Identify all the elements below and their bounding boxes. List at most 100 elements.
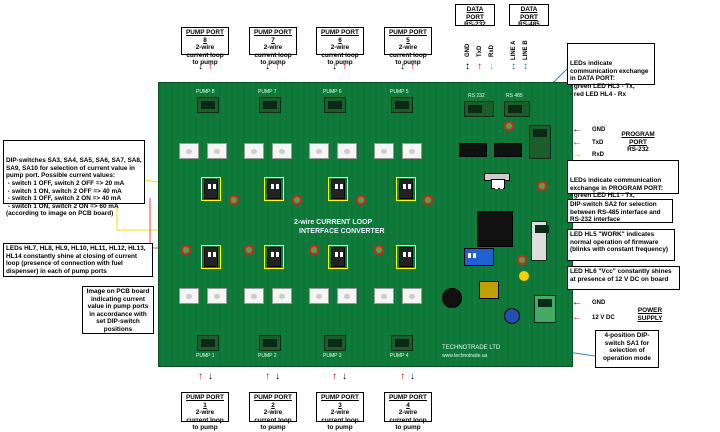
highlight	[396, 177, 416, 201]
optocoupler	[207, 288, 227, 304]
pump-3-connector	[324, 335, 346, 351]
arrow-prog-txd: ←	[572, 137, 582, 148]
pump-6-connector	[324, 97, 346, 113]
regulator	[479, 281, 499, 299]
pcb-url: www.technotrade.ua	[442, 353, 488, 359]
silk-pump-6: PUMP 6	[323, 89, 342, 95]
leds-data-callout: LEDs indicate communication exchange in …	[567, 43, 655, 98]
pump-port-title: PUMP PORT 8	[186, 29, 224, 44]
led-hl	[181, 245, 191, 255]
pcb-title-line2: INTERFACE CONVERTER	[299, 228, 385, 235]
rs485-data-connector	[504, 101, 530, 117]
optocoupler	[402, 288, 422, 304]
data-port-rs232-box: DATA PORT RS-232	[455, 4, 495, 29]
silk-pump-2: PUMP 2	[258, 353, 277, 359]
silk-pump-5: PUMP 5	[390, 89, 409, 95]
dip-switch-sa3	[204, 247, 218, 267]
pump-4-connector	[391, 335, 413, 351]
pump-port-title: PUMP PORT 5	[389, 29, 427, 44]
pump-5-connector	[391, 97, 413, 113]
optocoupler	[309, 143, 329, 159]
dip-switch-sa2	[491, 179, 505, 189]
data-port-desc: RS-232	[464, 21, 486, 29]
arrow-up-red: ↑	[342, 61, 347, 72]
led-hl	[356, 195, 366, 205]
silk-pump-1: PUMP 1	[196, 353, 215, 359]
highlight	[328, 177, 348, 201]
led-hl	[309, 245, 319, 255]
image-pcb-text: Image on PCB board indicating current va…	[86, 288, 150, 333]
pump-port-title: PUMP PORT 7	[254, 29, 292, 44]
led-hl6-callout: LED HL6 "Vcc" constantly shines at prese…	[567, 266, 680, 290]
arrow-up-red: ↑	[400, 371, 405, 382]
power-gnd-label: GND	[592, 300, 606, 306]
dip-sa2-text: DIP-switch SA2 for selection between RS-…	[570, 201, 661, 224]
led-hl3	[504, 121, 514, 131]
pump-port-7-box: PUMP PORT 7 2-wire current loop to pump	[249, 27, 297, 66]
microcontroller	[477, 211, 513, 247]
pump-port-desc: 2-wire current loop to pump	[186, 409, 224, 432]
pump-port-title: PUMP PORT 3	[321, 394, 359, 409]
optocoupler	[272, 288, 292, 304]
pump-port-4-box: PUMP PORT 4 2-wire current loop to pump	[384, 392, 432, 431]
dip-switch-sa8	[331, 179, 345, 199]
pin-txd-label: TxD	[477, 45, 483, 57]
silk-rs485: RS 485	[506, 93, 523, 99]
pump-port-desc: 2-wire current loop to pump	[254, 409, 292, 432]
led-hl6-text: LED HL6 "Vcc" constantly shines at prese…	[570, 268, 672, 283]
dip-switch-sa7	[399, 179, 413, 199]
arrow-up-red: ↑	[332, 371, 337, 382]
rs-chip	[459, 143, 487, 157]
arrow-prog-rxd: →	[572, 149, 582, 160]
highlight	[264, 177, 284, 201]
pcb-title-line1: 2-wire CURRENT LOOP	[294, 219, 373, 226]
highlight	[328, 245, 348, 269]
arrow-up-red: ↑	[275, 61, 280, 72]
optocoupler	[374, 288, 394, 304]
highlight	[396, 245, 416, 269]
rs232-data-connector	[464, 101, 494, 117]
arrow-up-red: ↑	[198, 371, 203, 382]
arrow-down-black: ↓	[400, 61, 405, 72]
led-hl	[292, 195, 302, 205]
pump-port-title: PUMP PORT 2	[254, 394, 292, 409]
pcb-board: PUMP 8 PUMP 7 PUMP 6 PUMP 5 2-wire CURRE…	[158, 82, 573, 367]
arrow-up-red: ↑	[265, 371, 270, 382]
pump-port-8-box: PUMP PORT 8 2-wire current loop to pump	[181, 27, 229, 66]
dip-switches-callout: DIP-switches SA3, SA4, SA5, SA6, SA7, SA…	[3, 140, 145, 217]
dip-sa2-callout: DIP-switch SA2 for selection between RS-…	[567, 199, 673, 223]
pump-8-connector	[197, 97, 219, 113]
highlight	[201, 177, 221, 201]
prog-txd-label: TxD	[592, 140, 604, 146]
dip-switch-sa10	[204, 179, 218, 199]
led-hl6	[519, 271, 529, 281]
optocoupler	[272, 143, 292, 159]
optocoupler	[179, 288, 199, 304]
led-hl	[374, 245, 384, 255]
program-port-connector	[529, 125, 551, 159]
arrow-rxd: ↓	[489, 61, 494, 72]
pcb-maker: TECHNOTRADE LTD	[442, 345, 501, 351]
silk-pump-4: PUMP 4	[390, 353, 409, 359]
silk-rs232: RS 232	[468, 93, 485, 99]
led-hl1	[537, 181, 547, 191]
power-connector	[534, 295, 556, 323]
pump-port-title: PUMP PORT 4	[389, 394, 427, 409]
optocoupler	[244, 288, 264, 304]
arrow-gnd: ↕	[465, 61, 470, 72]
optocoupler	[244, 143, 264, 159]
arrow-txd: ↑	[477, 61, 482, 72]
silk-pump-3: PUMP 3	[323, 353, 342, 359]
image-pcb-callout: Image on PCB board indicating current va…	[82, 286, 154, 334]
prog-rxd-label: RxD	[592, 152, 605, 158]
dip-switch-sa4	[267, 247, 281, 267]
arrow-linea: ↕	[511, 61, 516, 72]
dip-switch-sa1	[464, 248, 494, 266]
dip-switch-sa9	[267, 179, 281, 199]
arrow-down-black: ↓	[332, 61, 337, 72]
pump-port-2-box: PUMP PORT 2 2-wire current loop to pump	[249, 392, 297, 431]
silk-pump-7: PUMP 7	[258, 89, 277, 95]
pump-port-title: PUMP PORT 6	[321, 29, 359, 44]
arrow-prog-gnd: ←	[572, 124, 582, 135]
optocoupler	[374, 143, 394, 159]
